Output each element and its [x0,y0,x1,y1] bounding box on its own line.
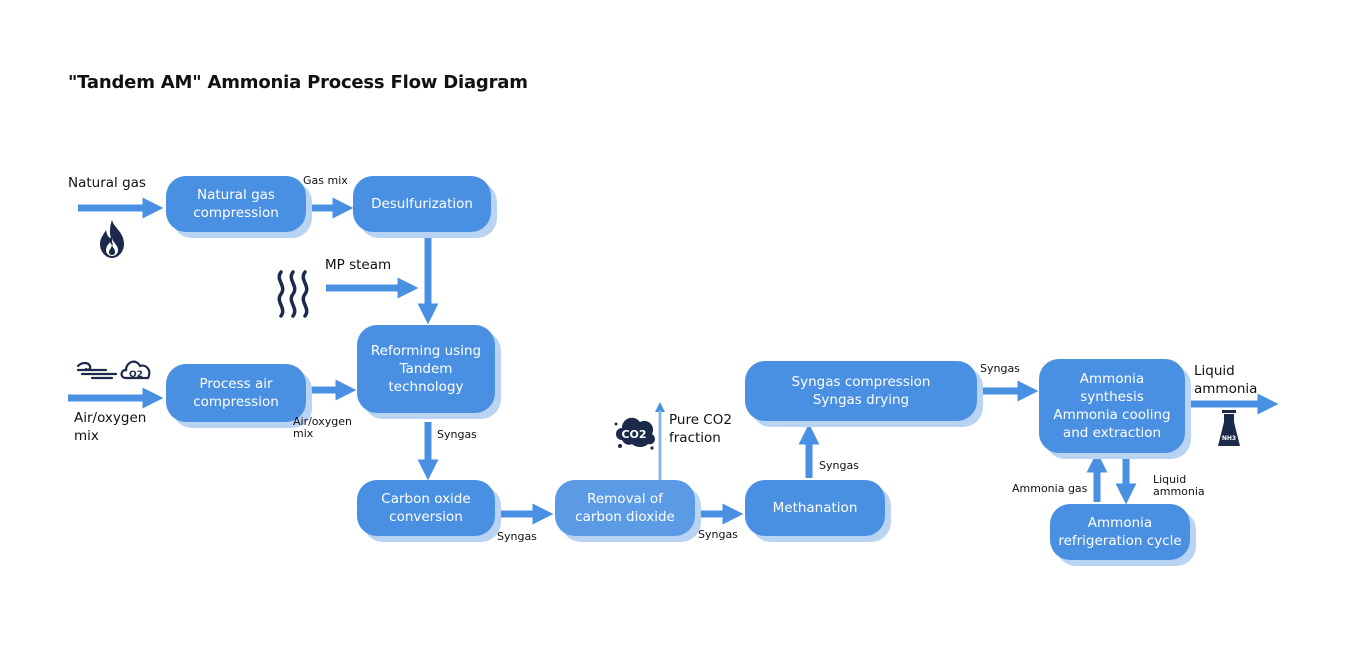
steam-icon [277,270,309,318]
label-natural-gas: Natural gas [68,175,146,191]
label-syngas-compression: Syngas [980,362,1020,375]
label-liquid-ammonia-small: Liquid ammonia [1153,473,1205,498]
label-syngas-co: Syngas [497,530,537,543]
label-air-oxygen-mix: Air/oxygen mix [74,410,147,444]
label-ammonia-gas: Ammonia gas [1012,482,1088,495]
box-ammonia-synthesis: Ammonia synthesis Ammonia cooling and ex… [1039,359,1185,453]
box-syngas-compression: Syngas compression Syngas drying [745,361,977,421]
label-syngas-removal: Syngas [698,528,738,541]
o2-icon-text: O2 [129,370,143,380]
label-mp-steam: MP steam [325,257,392,273]
box-refrigeration-cycle: Ammonia refrigeration cycle [1050,504,1190,560]
wind-oxygen-icon: O2 [76,360,151,380]
label-syngas-reforming: Syngas [437,428,477,441]
box-carbon-oxide-conversion: Carbon oxide conversion [357,480,495,536]
label-air-oxygen-mix-small: Air/oxygen mix [293,415,352,440]
page-title: "Tandem AM" Ammonia Process Flow Diagram [68,72,528,93]
flame-icon [100,220,124,258]
box-natural-gas-compression: Natural gas compression [166,176,306,232]
label-pure-co2: Pure CO2 fraction [669,412,732,446]
co2-icon-text: CO2 [621,428,646,441]
label-liquid-ammonia-output: Liquid ammonia [1194,363,1258,397]
label-gas-mix: Gas mix [303,174,348,187]
ammonia-tank-icon: NH3 [1218,410,1240,446]
box-desulfurization: Desulfurization [353,176,491,232]
box-reforming: Reforming using Tandem technology [357,325,495,413]
co2-cloud-icon: CO2 [614,417,655,450]
box-removal-co2: Removal of carbon dioxide [555,480,695,536]
nh3-icon-text: NH3 [1222,435,1236,442]
box-methanation: Methanation [745,480,885,536]
label-syngas-methanation: Syngas [819,459,859,472]
box-process-air-compression: Process air compression [166,364,306,422]
